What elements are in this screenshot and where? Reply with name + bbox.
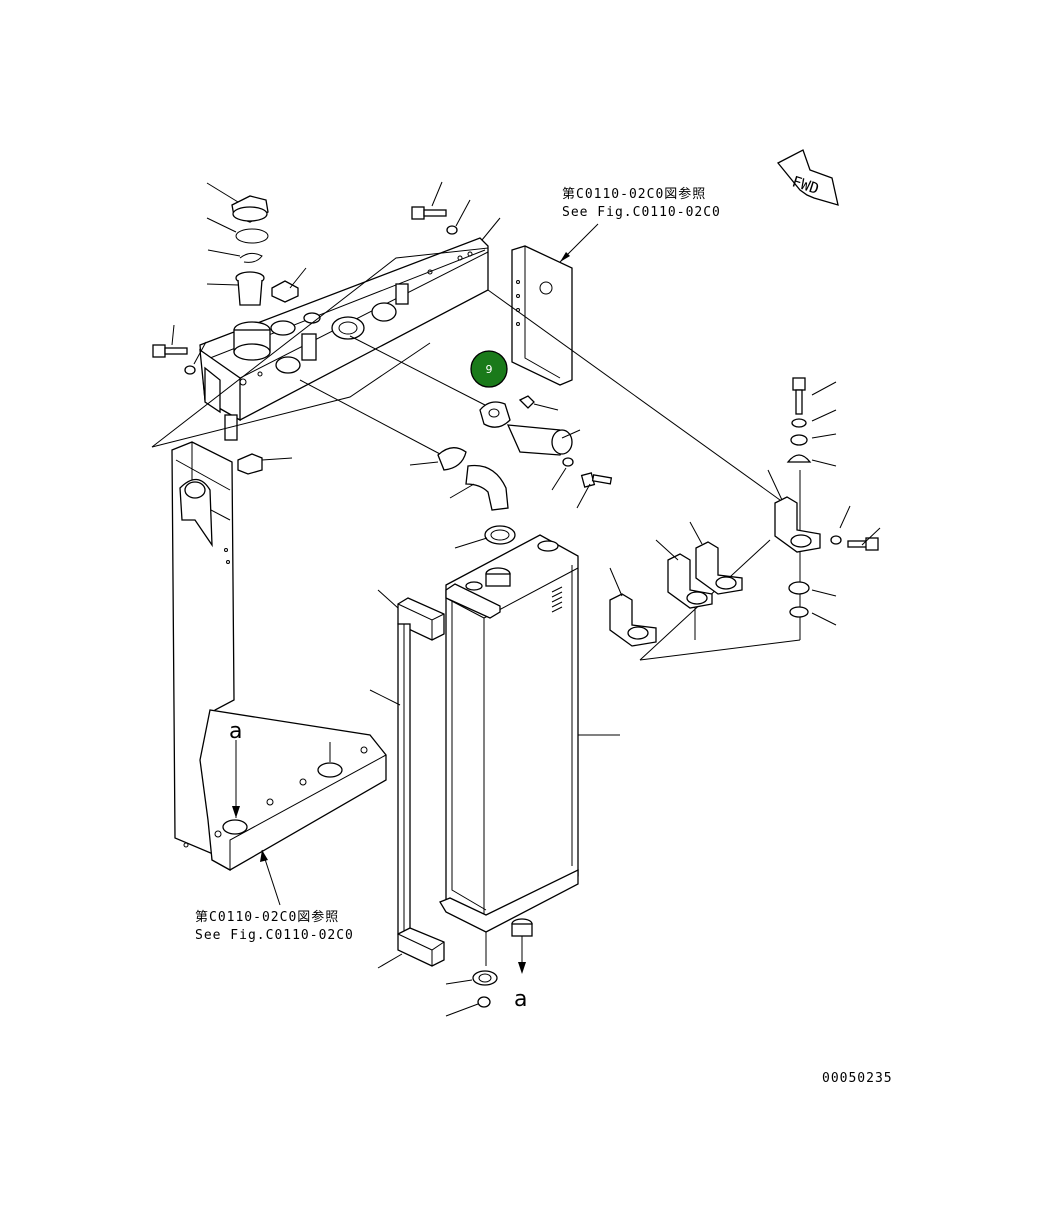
left-bolt-and-washer [152,324,207,375]
side-bracket-upper [511,245,573,386]
fwd-arrow-icon: FWD [776,149,839,206]
highlight-marker-label: 9 [486,363,493,376]
left-side-frame: a [171,441,387,871]
bottom-reference-jp: 第C0110-02C0図参照 [195,909,339,925]
upper-tank-assembly [199,237,489,441]
hose-and-clamps [409,447,516,549]
seal-strip [369,589,445,969]
bottom-reference-note: 第C0110-02C0図参照 See Fig.C0110-02C0 [195,849,354,943]
connection-mark-upper: a [229,719,242,744]
core-hatch [551,586,563,613]
highlight-marker: 9 [470,350,508,388]
radiator-cap-stack [206,182,307,306]
outlet-fitting [479,395,613,509]
highlight-marker-circle [470,350,508,388]
connection-mark-lower: a [514,987,527,1012]
bottom-reference-en: See Fig.C0110-02C0 [195,928,354,943]
top-reference-note: 第C0110-02C0図参照 See Fig.C0110-02C0 [559,186,721,263]
top-reference-jp: 第C0110-02C0図参照 [562,186,706,202]
top-bolt-and-washer [411,181,501,241]
radiator-core: a [439,534,620,1017]
mount-brackets [609,469,821,647]
mount-bolt-stack [786,377,881,626]
top-reference-en: See Fig.C0110-02C0 [562,205,721,220]
drawing-number: 00050235 [822,1071,893,1086]
